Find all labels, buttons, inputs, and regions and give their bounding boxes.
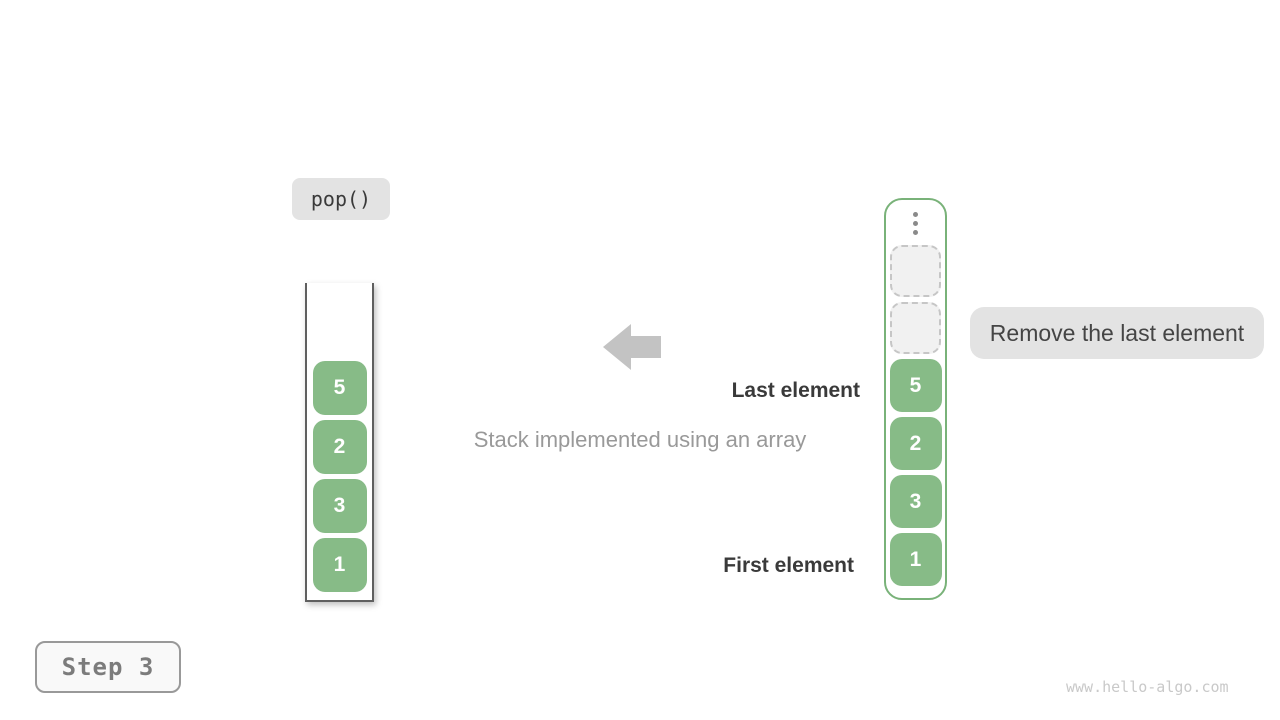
first-element-label: First element — [723, 554, 854, 577]
last-element-label: Last element — [731, 379, 860, 402]
stack-element: 3 — [312, 479, 367, 533]
abstract-stack-container: 5 2 3 1 — [305, 283, 374, 602]
left-arrow-icon — [603, 324, 661, 370]
diagram-caption: Stack implemented using an array — [473, 427, 807, 452]
vertical-ellipsis-icon — [913, 207, 918, 240]
empty-slot — [890, 245, 941, 297]
stack-element: 2 — [312, 420, 367, 474]
stack-element: 1 — [889, 533, 942, 586]
watermark: www.hello-algo.com — [1066, 678, 1229, 696]
empty-slot — [890, 302, 941, 354]
stack-element: 5 — [889, 359, 942, 412]
stack-element: 1 — [312, 538, 367, 592]
stack-element: 5 — [312, 361, 367, 415]
remove-last-element-callout: Remove the last element — [970, 307, 1264, 359]
stack-element: 2 — [889, 417, 942, 470]
pop-operation-label: pop() — [292, 178, 390, 220]
array-stack-container: 5 2 3 1 — [884, 198, 947, 600]
stack-element: 3 — [889, 475, 942, 528]
step-badge: Step 3 — [35, 641, 181, 693]
